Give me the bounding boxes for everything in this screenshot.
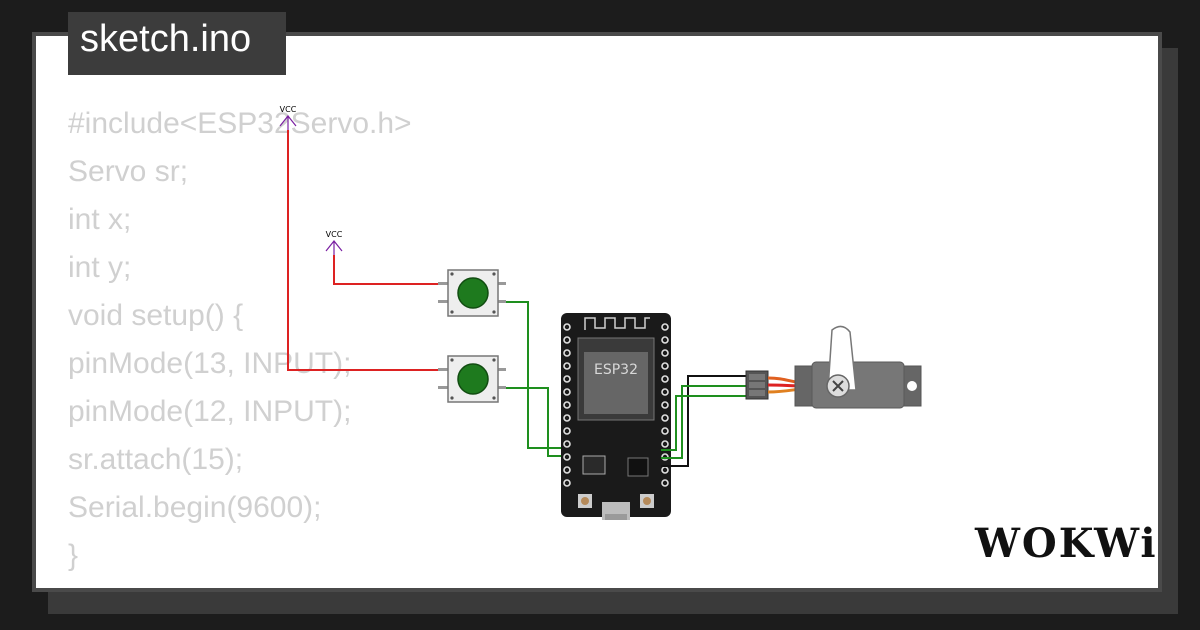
wire-green — [500, 301, 566, 449]
code-line: Servo sr; — [68, 155, 189, 188]
esp32-board-icon: ESP32 — [561, 313, 671, 520]
pushbutton-icon — [438, 269, 506, 317]
vcc-label: VCC — [280, 105, 297, 114]
code-line: pinMode(13, INPUT); — [68, 347, 352, 380]
vcc-arrow-icon: VCC — [279, 105, 297, 130]
code-line: } — [68, 539, 79, 572]
code-line: pinMode(12, INPUT); — [68, 395, 352, 428]
vcc-arrow-icon: VCC — [325, 230, 343, 255]
sketch-title: sketch.ino — [68, 12, 286, 75]
wire-black — [661, 375, 748, 467]
wire-green — [661, 395, 748, 451]
code-line: Serial.begin(9600); — [68, 491, 322, 524]
vcc-label: VCC — [326, 230, 343, 239]
pushbutton-icon — [438, 355, 506, 403]
wire-red — [287, 130, 446, 371]
wire-green — [500, 387, 566, 457]
wire-red — [333, 255, 446, 285]
wire-green — [661, 385, 748, 459]
code-line: int y; — [68, 251, 132, 284]
code-line: int x; — [68, 203, 132, 236]
wokwi-logo: WOKWi — [975, 520, 1158, 567]
board-label: ESP32 — [594, 362, 638, 378]
code-line: sr.attach(15); — [68, 443, 244, 476]
code-listing: #include<ESP32Servo.h> Servo sr; int x; … — [68, 100, 412, 580]
servo-icon — [745, 325, 922, 409]
code-line: void setup() { — [68, 299, 244, 332]
code-line: #include<ESP32Servo.h> — [68, 107, 412, 140]
